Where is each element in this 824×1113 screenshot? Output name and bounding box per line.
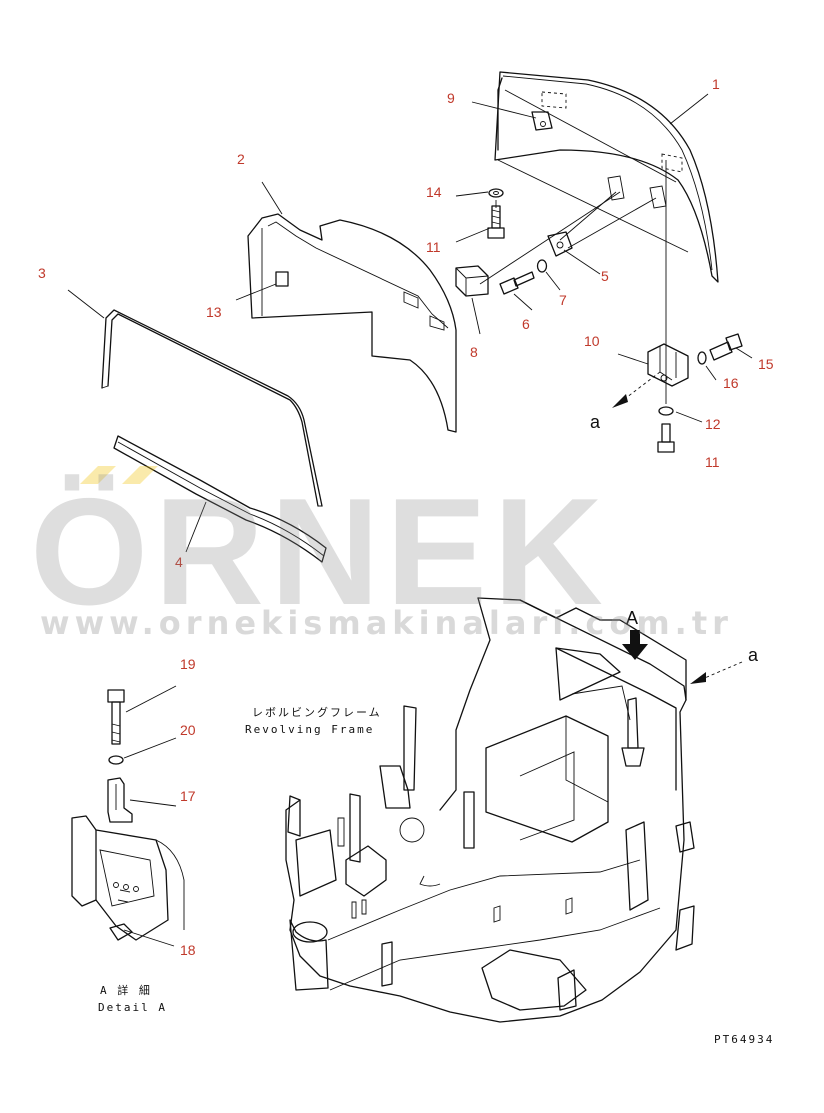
view-arrow-A — [622, 630, 648, 660]
callout-14: 14 — [426, 184, 442, 200]
part-3-frame-rod — [101, 309, 323, 507]
view-arrow-a-right — [690, 661, 743, 684]
watermark-brand: ÖRNEK — [30, 467, 609, 637]
part-11-bolt-upper — [487, 205, 505, 239]
drawing-number: PT64934 — [714, 1033, 774, 1046]
part-20-washer — [108, 755, 124, 765]
part-14-washer — [488, 188, 504, 198]
part-5-hinge-plate — [547, 231, 573, 257]
part-13-tab — [275, 271, 289, 287]
revolving-frame — [285, 597, 695, 1023]
assembly-lines — [479, 160, 667, 404]
part-8-stopper — [455, 265, 489, 297]
callout-12: 12 — [705, 416, 721, 432]
detail-label-en: Detail A — [98, 1001, 167, 1014]
view-mark-a-lower: a — [590, 412, 601, 432]
watermark-umlaut-left — [80, 466, 116, 484]
callout-9: 9 — [447, 90, 455, 106]
leader-lines — [67, 93, 753, 947]
callout-labels: 1 2 3 4 5 6 7 8 9 10 11 11 12 13 14 15 1… — [38, 76, 774, 958]
callout-3: 3 — [38, 265, 46, 281]
callout-6: 6 — [522, 316, 530, 332]
callout-4: 4 — [175, 554, 183, 570]
part-7-washer — [536, 259, 548, 273]
part-1-cover — [494, 71, 719, 283]
part-10-hinge — [647, 343, 689, 387]
callout-20: 20 — [180, 722, 196, 738]
part-12-washer — [658, 406, 674, 416]
callout-2: 2 — [237, 151, 245, 167]
callout-1: 1 — [712, 76, 720, 92]
view-arrow-a-lower — [612, 371, 661, 408]
part-4-seal-strip — [113, 435, 327, 563]
part-19-bolt — [107, 689, 125, 745]
part-6-bolt — [499, 271, 535, 295]
view-mark-a-right: a — [748, 645, 759, 665]
detail-label-jp: A 詳 細 — [100, 983, 152, 997]
frame-label-en: Revolving Frame — [245, 723, 374, 736]
callout-11-lower: 11 — [705, 454, 720, 470]
part-9-bracket — [531, 111, 553, 131]
callout-18: 18 — [180, 942, 196, 958]
part-15-bolt — [709, 333, 743, 361]
callout-15: 15 — [758, 356, 774, 372]
part-11-bolt-lower — [657, 423, 675, 453]
part-17-bracket — [107, 777, 133, 823]
callout-11-upper: 11 — [426, 239, 441, 255]
callout-13: 13 — [206, 304, 222, 320]
callout-16: 16 — [723, 375, 739, 391]
callout-5: 5 — [601, 268, 609, 284]
callout-7: 7 — [559, 292, 567, 308]
watermark-umlaut-right — [122, 466, 158, 484]
watermark-url: www.ornekismakinalari.com.tr — [40, 604, 733, 642]
detail-a-view — [71, 815, 185, 941]
part-2-side-panel — [247, 213, 457, 433]
callout-17: 17 — [180, 788, 196, 804]
view-mark-A: A — [626, 608, 638, 628]
watermark: ÖRNEK www.ornekismakinalari.com.tr — [30, 466, 733, 642]
callout-8: 8 — [470, 344, 478, 360]
part-18-clip — [109, 923, 133, 941]
callout-19: 19 — [180, 656, 196, 672]
part-16-washer — [697, 351, 707, 365]
callout-10: 10 — [584, 333, 600, 349]
frame-label-jp: レボルビングフレーム — [252, 705, 382, 719]
